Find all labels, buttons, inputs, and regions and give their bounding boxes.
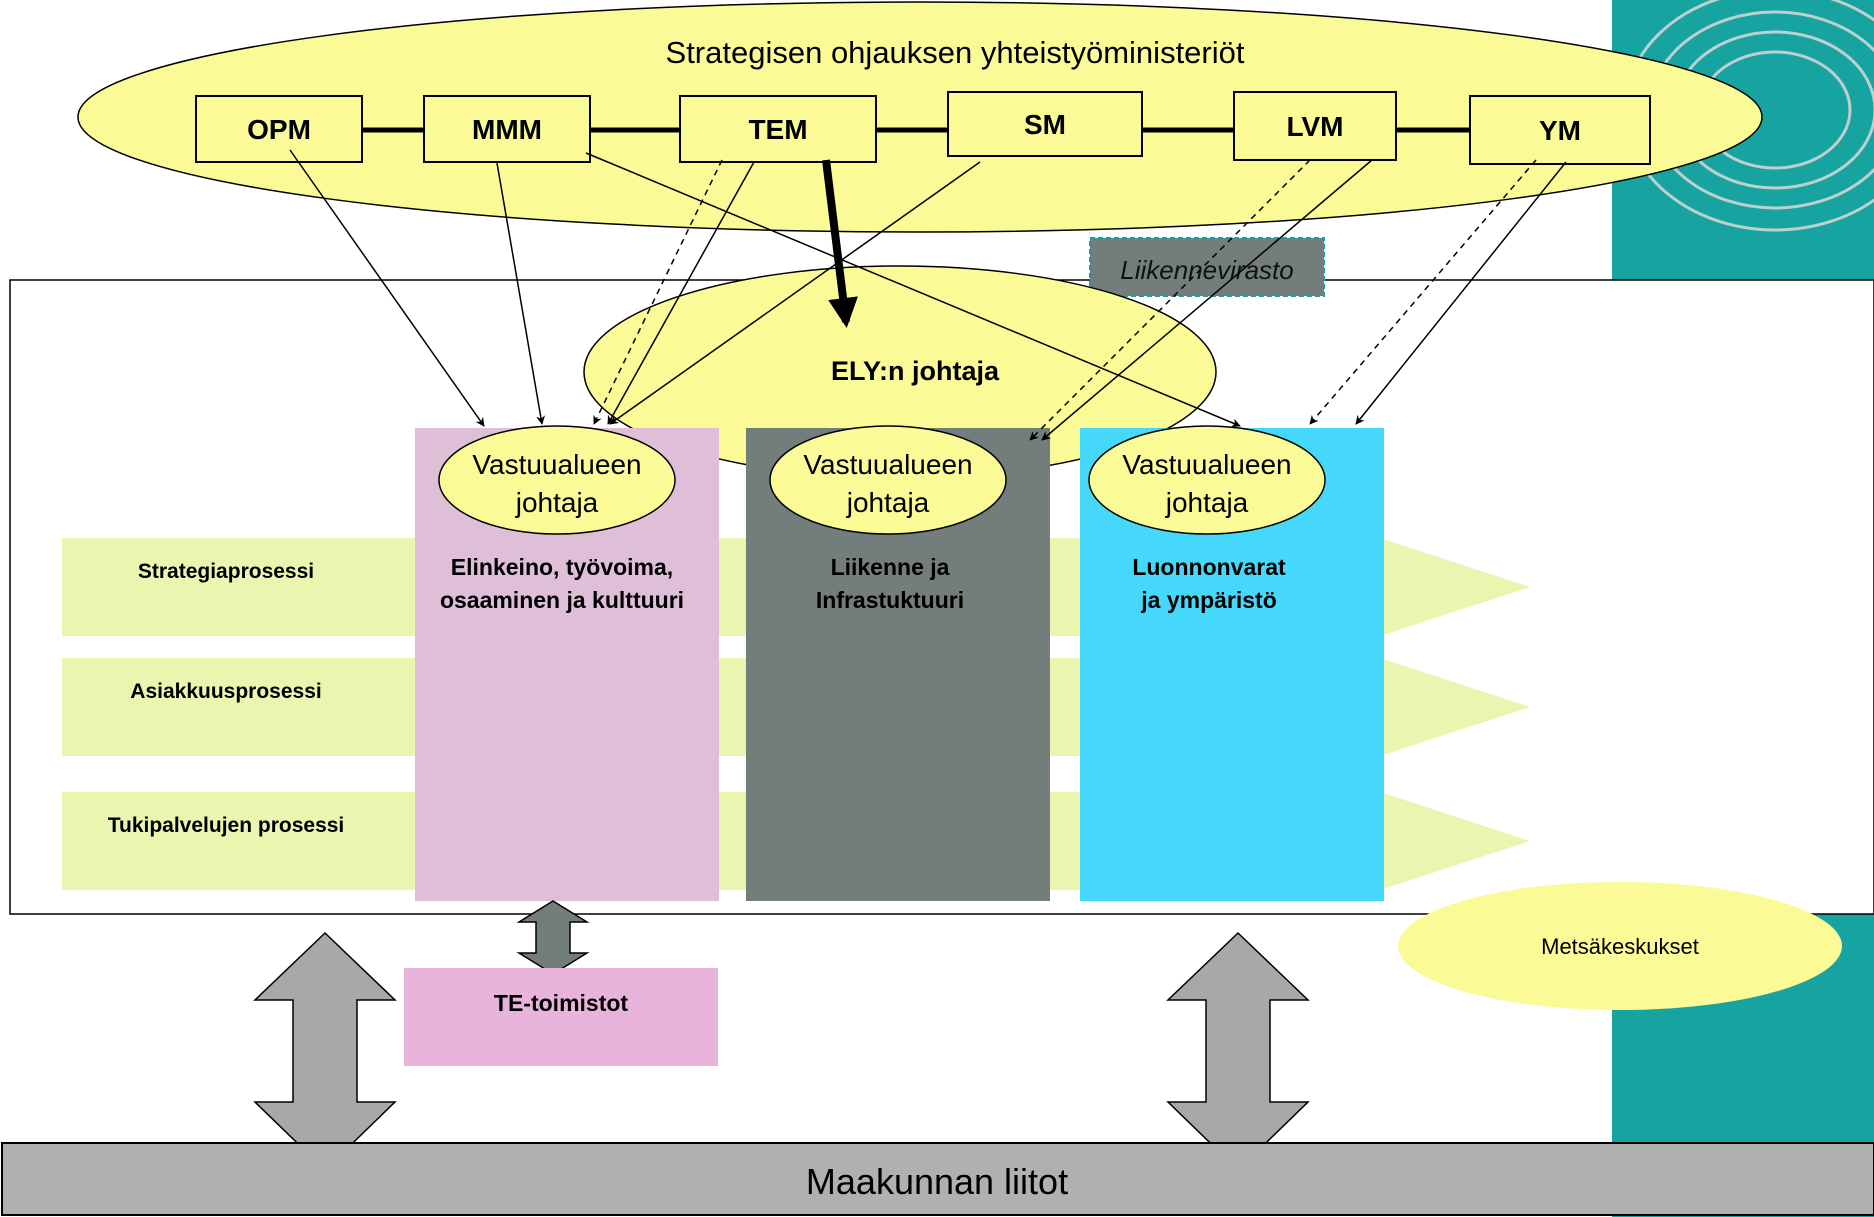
area-head-ellipse — [769, 425, 1007, 535]
area-head-label: johtaja — [1165, 487, 1249, 518]
forest-centres-ellipse — [1398, 882, 1842, 1010]
area-head-label: Vastuualueen — [803, 449, 972, 480]
area-name: Elinkeino, työvoima, — [451, 554, 673, 580]
area-head-ellipse — [438, 425, 676, 535]
area-head-label: Vastuualueen — [472, 449, 641, 480]
ministry-label: MMM — [472, 114, 542, 145]
area-name: Liikenne ja — [831, 554, 950, 580]
ministry-box: MMM — [423, 95, 591, 163]
process-label: Strategiaprosessi — [138, 560, 314, 583]
te-offices-label: TE-toimistot — [494, 990, 628, 1016]
ministry-label: OPM — [247, 114, 311, 145]
te-offices-box — [404, 968, 718, 1066]
process-label: Tukipalvelujen prosessi — [108, 814, 345, 837]
ministry-box: TEM — [679, 95, 877, 163]
regional-councils-bar — [1, 1142, 1874, 1216]
area-name: ja ympäristö — [1140, 587, 1277, 613]
ministry-box: YM — [1469, 95, 1651, 165]
steering-arrow — [585, 152, 1241, 428]
steering-arrow — [1355, 161, 1567, 425]
main-steering-arrow — [822, 159, 858, 328]
director-label: ELY:n johtaja — [831, 356, 1000, 386]
steering-arrow — [607, 161, 755, 425]
ministry-label: SM — [1024, 109, 1066, 140]
diagram-title: Strategisen ohjauksen yhteistyöministeri… — [666, 35, 1245, 70]
ministry-label: YM — [1539, 115, 1581, 146]
dashed-steering-arrow — [1309, 159, 1537, 425]
steering-arrow — [1041, 159, 1373, 441]
dashed-steering-arrow — [593, 159, 723, 425]
ministry-box: SM — [947, 91, 1143, 157]
ministry-label: TEM — [748, 114, 807, 145]
ministry-boxes: OPM MMM TEM SM LVM YM — [195, 91, 1651, 165]
area-name: Luonnonvarat — [1132, 554, 1286, 580]
agency-box — [1089, 237, 1325, 297]
ministry-box: OPM — [195, 95, 363, 163]
regional-double-arrow-right — [1166, 931, 1310, 1172]
forest-centres-label: Metsäkeskukset — [1541, 934, 1699, 959]
area-head-label: Vastuualueen — [1122, 449, 1291, 480]
ministry-box: LVM — [1233, 91, 1397, 161]
process-label: Asiakkuusprosessi — [130, 680, 321, 703]
regional-double-arrow-left — [253, 931, 397, 1172]
ministry-label: LVM — [1286, 111, 1343, 142]
steering-arrow — [289, 149, 485, 427]
area-name: osaaminen ja kulttuuri — [440, 587, 684, 613]
steering-arrow — [496, 162, 546, 425]
area-head-ellipse — [1088, 425, 1326, 535]
area-head-label: johtaja — [515, 487, 599, 518]
regional-councils-label: Maakunnan liitot — [806, 1161, 1068, 1202]
agency-label: Liikennevirasto — [1120, 255, 1293, 285]
steering-arrows — [289, 149, 1567, 441]
area-name: Infrastuktuuri — [816, 587, 964, 613]
area-head-label: johtaja — [846, 487, 930, 518]
steering-arrow — [609, 161, 981, 425]
